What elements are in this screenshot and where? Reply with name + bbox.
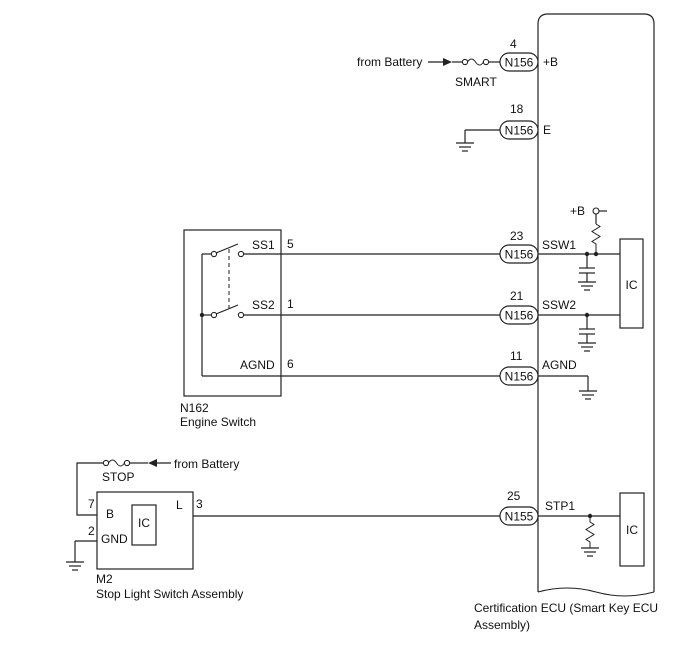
ecu-pullup-label: +B (570, 204, 585, 218)
capacitor-icon (579, 267, 595, 282)
stop-switch-terminal-l: L (176, 498, 183, 512)
ecu-terminal-stp1: STP1 (545, 499, 575, 513)
junction-dot (584, 251, 590, 257)
ecu-ic-label: IC (626, 278, 638, 292)
pullup-terminal-icon (592, 207, 607, 224)
engine-switch-pin-6: 6 (287, 357, 294, 371)
ss1-switch-contact-icon (210, 243, 245, 258)
ecu-connector-n156-pin4 (499, 52, 539, 72)
engine-switch-terminal-ss2: SS2 (252, 298, 275, 312)
junction-dot (593, 251, 599, 257)
ecu-connector-label: N156 (505, 309, 534, 323)
stop-switch-pin-2: 2 (88, 524, 95, 538)
stop-b-wire (76, 462, 104, 516)
ecu-connector-label: N156 (505, 124, 534, 138)
ecu-connector-n156-pin18 (499, 120, 539, 140)
pulldown-resistor-icon (585, 516, 595, 548)
ecu-terminal-ssw2: SSW2 (542, 298, 576, 312)
ecu-terminal-e: E (543, 123, 551, 137)
ground-icon (578, 342, 596, 352)
battery-feed-arrowhead (443, 58, 452, 66)
ecu-pin-11-number: 11 (510, 349, 523, 363)
stop-feed-from-label: from Battery (174, 457, 239, 471)
engine-switch-pin-1: 1 (287, 297, 294, 311)
stop-feed-arrowhead (148, 459, 157, 467)
stop-switch-terminal-gnd: GND (101, 532, 128, 546)
ecu-pin-4-number: 4 (510, 37, 517, 51)
ecu-pin-23-number: 23 (510, 229, 524, 243)
stop-light-switch-box (96, 491, 194, 570)
ecu-ic-label: IC (626, 523, 638, 537)
stop-switch-ic-block (131, 504, 157, 546)
battery-feed-from-label: from Battery (357, 55, 422, 69)
stop-switch-connector-id: M2 (96, 572, 113, 586)
ecu-name-line2: Assembly) (474, 618, 530, 632)
stop-switch-terminal-b: B (106, 507, 114, 521)
ecu-pin-21-number: 21 (510, 289, 524, 303)
ecu-terminal-agnd: AGND (542, 358, 577, 372)
ecu-name-line1: Certification ECU (Smart Key ECU (474, 601, 658, 615)
ecu-terminal-b-plus: +B (543, 55, 558, 69)
ecu-ic-block-stop (619, 492, 645, 567)
stop-switch-ic-label: IC (138, 516, 150, 530)
engine-switch-name: Engine Switch (180, 415, 256, 429)
ground-icon (581, 547, 599, 557)
ecu-connector-label: N156 (505, 248, 534, 262)
junction-dot (584, 312, 590, 318)
ecu-connector-label: N156 (505, 370, 534, 384)
engine-switch-connector-id: N162 (180, 401, 209, 415)
smart-fuse-icon (461, 58, 490, 66)
ecu-pin-25-number: 25 (507, 489, 521, 503)
ss2-switch-contact-icon (210, 304, 245, 319)
engine-switch-terminal-ss1: SS1 (252, 238, 275, 252)
stop-fuse-icon (102, 459, 131, 467)
engine-switch-box (183, 229, 282, 397)
ground-icon (579, 390, 597, 400)
stop-switch-name: Stop Light Switch Assembly (96, 587, 243, 601)
pullup-resistor-icon (591, 223, 601, 254)
ecu-connector-label: N155 (505, 510, 534, 524)
ground-icon (456, 130, 474, 152)
ecu-connector-label: N156 (505, 56, 534, 70)
stop-fuse-label: STOP (102, 470, 134, 484)
ground-icon (578, 281, 596, 291)
ecu-body-break (537, 587, 655, 597)
stop-switch-pin-7: 7 (88, 497, 95, 511)
ecu-body (537, 13, 655, 592)
ground-icon (66, 561, 84, 571)
smart-fuse-label: SMART (455, 75, 497, 89)
ecu-pin-18-number: 18 (510, 102, 524, 116)
ecu-ic-block-switch (619, 238, 644, 329)
engine-switch-terminal-agnd: AGND (240, 358, 275, 372)
ecu-terminal-ssw1: SSW1 (542, 238, 576, 252)
capacitor-icon (579, 328, 595, 343)
engine-switch-pin-5: 5 (287, 237, 294, 251)
stop-switch-pin-3: 3 (196, 497, 203, 511)
